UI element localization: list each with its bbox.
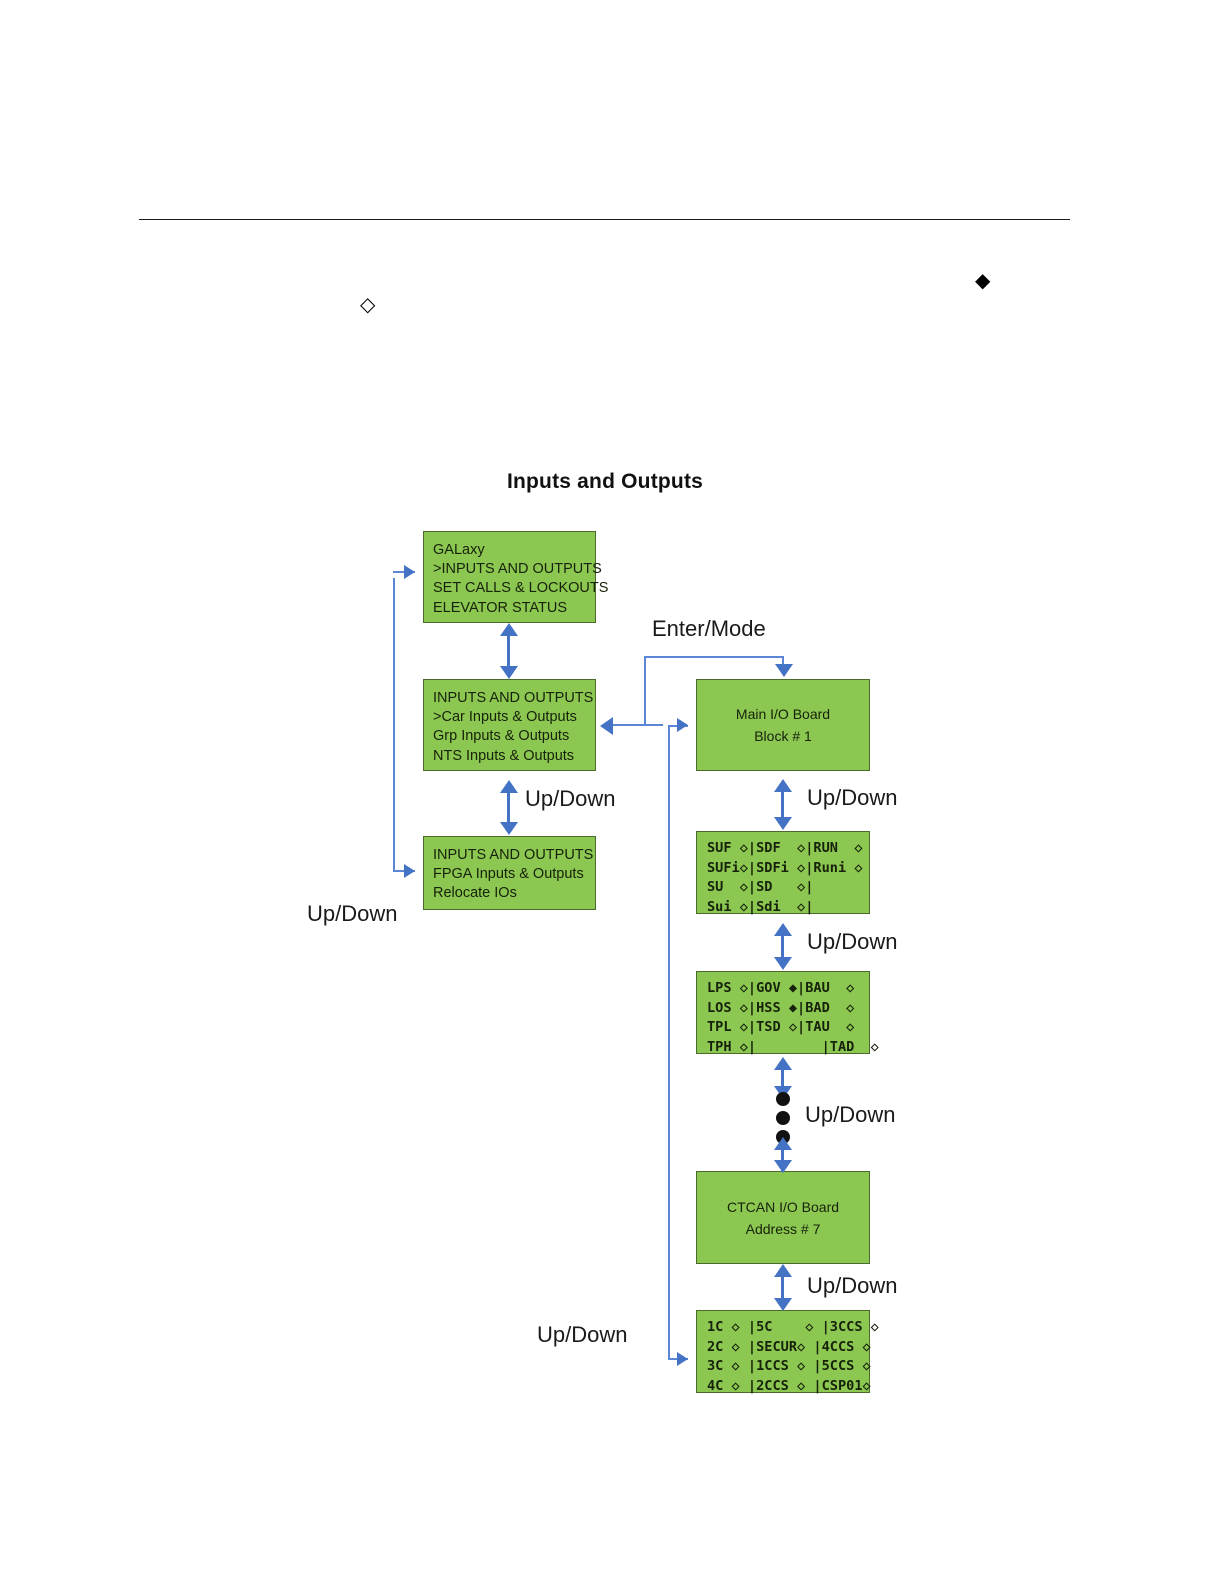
- inputs-outputs-submenu-box[interactable]: INPUTS AND OUTPUTS >Car Inputs & Outputs…: [423, 679, 596, 771]
- signal-status-lps-box[interactable]: LPS ◇|GOV ◆|BAU ◇ LOS ◇|HSS ◆|BAD ◇ TPL …: [696, 971, 879, 1055]
- arrow-ctcan-calls-up-head: [774, 1264, 792, 1277]
- loopback-right-bottom-arrowhead: [677, 1352, 688, 1366]
- label-up-down-right-4: Up/Down: [807, 1273, 898, 1298]
- main-io-board-block-box[interactable]: Main I/O Board Block # 1: [696, 679, 870, 771]
- diagram-title: Inputs and Outputs: [506, 470, 704, 493]
- inputs-outputs-fpga-menu-box[interactable]: INPUTS AND OUTPUTS FPGA Inputs & Outputs…: [423, 836, 596, 910]
- label-up-down-left-2: Up/Down: [307, 901, 398, 926]
- loopback-left-vertical: [393, 578, 395, 872]
- arrow-dots-ctcan-up-head: [774, 1137, 792, 1150]
- loopback-right-top-arrowhead: [677, 718, 688, 732]
- entermode-vertical: [644, 656, 646, 726]
- signal-status-suf-text: SUF ◇|SDF ◇|RUN ◇ SUFi◇|SDFi ◇|Runi ◇ SU…: [707, 840, 863, 915]
- ctcan-io-board-text: CTCAN I/O Board Address # 7: [726, 1198, 840, 1237]
- arrow-suf-lps-up-head: [774, 923, 792, 936]
- arrow-io-fpga-down-head: [500, 822, 518, 835]
- arrow-mainio-suf-down-head: [774, 817, 792, 830]
- ellipsis-dot: [776, 1092, 790, 1106]
- arrow-suf-lps-shaft: [781, 934, 784, 960]
- arrow-mainio-suf-up-head: [774, 779, 792, 792]
- label-up-down-left-1: Up/Down: [525, 786, 616, 811]
- arrow-ctcan-calls-shaft: [781, 1275, 784, 1303]
- label-up-down-right-3: Up/Down: [805, 1102, 896, 1127]
- filled-diamond-icon: ◆: [975, 268, 991, 292]
- entermode-arrowhead-left: [600, 717, 613, 735]
- label-up-down-right-5: Up/Down: [537, 1322, 628, 1347]
- label-up-down-right-2: Up/Down: [807, 929, 898, 954]
- arrow-lps-dots-up-head: [774, 1057, 792, 1070]
- header-rule: [139, 219, 1070, 220]
- arrow-galaxy-io-down-head: [500, 666, 518, 679]
- galaxy-main-menu-text: GALaxy >INPUTS AND OUTPUTS SET CALLS & L…: [433, 542, 609, 616]
- ctcan-io-board-box[interactable]: CTCAN I/O Board Address # 7: [696, 1171, 870, 1264]
- signal-status-suf-box[interactable]: SUF ◇|SDF ◇|RUN ◇ SUFi◇|SDFi ◇|Runi ◇ SU…: [696, 831, 870, 915]
- label-up-down-right-1: Up/Down: [807, 785, 898, 810]
- loopback-left-top-arrowhead: [404, 565, 415, 579]
- entermode-arrowhead-down: [775, 664, 793, 677]
- inputs-outputs-fpga-menu-text: INPUTS AND OUTPUTS FPGA Inputs & Outputs…: [433, 847, 594, 902]
- ellipsis-dot: [776, 1111, 790, 1125]
- loopback-right-vertical: [668, 726, 670, 1360]
- loopback-left-bottom-arrowhead: [404, 864, 415, 878]
- arrow-io-fpga-shaft: [507, 791, 510, 825]
- main-io-board-block-text: Main I/O Board Block # 1: [735, 706, 831, 744]
- arrow-dots-ctcan-down-head: [774, 1160, 792, 1173]
- signal-status-car-calls-box[interactable]: 1C ◇ |5C ◇ |3CCS ◇ 2C ◇ |SECUR◇ |4CCS ◇ …: [696, 1310, 879, 1394]
- hollow-diamond-icon: ◇: [360, 292, 376, 316]
- arrow-ctcan-calls-down-head: [774, 1298, 792, 1311]
- arrow-suf-lps-down-head: [774, 957, 792, 970]
- entermode-horizontal-top: [644, 656, 784, 658]
- entermode-horizontal-left: [611, 724, 663, 726]
- signal-status-car-calls-text: 1C ◇ |5C ◇ |3CCS ◇ 2C ◇ |SECUR◇ |4CCS ◇ …: [707, 1319, 879, 1394]
- arrow-galaxy-io-shaft: [507, 634, 510, 670]
- label-enter-mode: Enter/Mode: [652, 616, 766, 641]
- arrow-io-fpga-up-head: [500, 780, 518, 793]
- arrow-mainio-suf-shaft: [781, 790, 784, 820]
- galaxy-main-menu-box[interactable]: GALaxy >INPUTS AND OUTPUTS SET CALLS & L…: [423, 531, 609, 623]
- inputs-outputs-submenu-text: INPUTS AND OUTPUTS >Car Inputs & Outputs…: [433, 690, 594, 764]
- signal-status-lps-text: LPS ◇|GOV ◆|BAU ◇ LOS ◇|HSS ◆|BAD ◇ TPL …: [707, 980, 879, 1055]
- arrow-galaxy-io-up-head: [500, 623, 518, 636]
- arrow-lps-dots-shaft: [781, 1068, 784, 1090]
